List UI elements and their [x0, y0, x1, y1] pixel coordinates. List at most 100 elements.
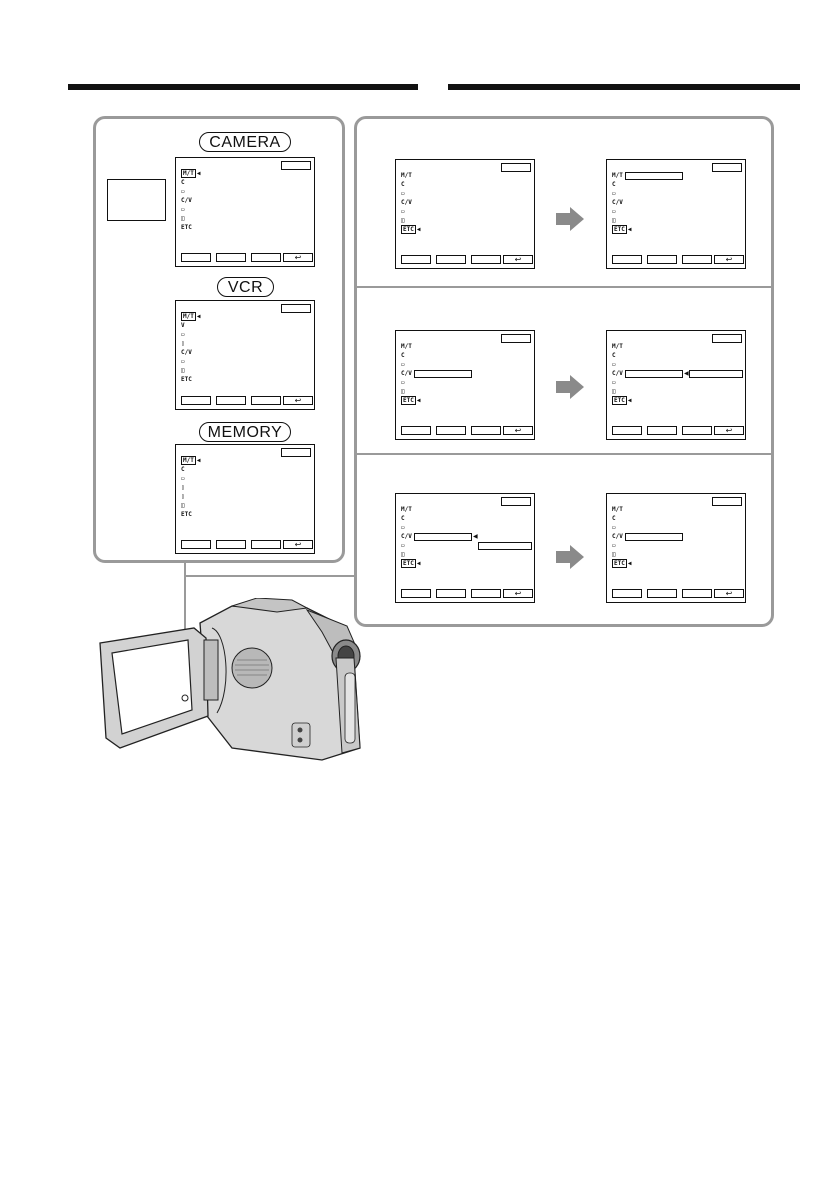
- menu-icon-tape[interactable]: ▭: [612, 360, 631, 369]
- screen-button-2[interactable]: [647, 589, 677, 598]
- menu-icon-tape[interactable]: ▭: [401, 523, 420, 532]
- menu-icon-lcd[interactable]: ▭: [401, 541, 420, 550]
- return-button[interactable]: ↩: [283, 396, 313, 405]
- menu-icon-tape[interactable]: ▭: [612, 523, 631, 532]
- menu-item-highlight[interactable]: [414, 533, 472, 541]
- menu-icon-etc[interactable]: ETC◀: [401, 396, 420, 405]
- menu-icon-memory[interactable]: ▯: [181, 339, 200, 348]
- menu-icon-camera[interactable]: C: [401, 180, 420, 189]
- menu-icon-setup[interactable]: ◫: [612, 216, 631, 225]
- menu-icon-lcd[interactable]: ▭: [612, 541, 631, 550]
- menu-icon-setup[interactable]: ◫: [612, 550, 631, 559]
- screen-button-1[interactable]: [612, 589, 642, 598]
- menu-icon-lcd[interactable]: ▭: [181, 357, 200, 366]
- screen-button-2[interactable]: [647, 426, 677, 435]
- return-button[interactable]: ↩: [714, 589, 744, 598]
- menu-icon-cv[interactable]: C/V: [401, 369, 420, 378]
- screen-button-1[interactable]: [181, 540, 211, 549]
- screen-button-3[interactable]: [682, 255, 712, 264]
- screen-button-3[interactable]: [251, 396, 281, 405]
- screen-button-3[interactable]: [682, 426, 712, 435]
- menu-icon-setup[interactable]: ◫: [181, 366, 200, 375]
- menu-icon-etc[interactable]: ETC◀: [612, 225, 631, 234]
- return-button[interactable]: ↩: [714, 255, 744, 264]
- return-button[interactable]: ↩: [503, 255, 533, 264]
- menu-icon-etc[interactable]: ETC◀: [401, 225, 420, 234]
- return-button[interactable]: ↩: [283, 253, 313, 262]
- menu-icon-tape[interactable]: ▭: [612, 189, 631, 198]
- menu-icon-tape[interactable]: ▭: [181, 474, 200, 483]
- menu-icon-mt[interactable]: M/T: [612, 342, 631, 351]
- submenu-value-field[interactable]: [478, 542, 532, 550]
- menu-icon-setup[interactable]: ◫: [612, 387, 631, 396]
- screen-button-1[interactable]: [401, 589, 431, 598]
- menu-icon-lcd[interactable]: ▭: [181, 205, 200, 214]
- menu-icon-camera[interactable]: C: [612, 514, 631, 523]
- menu-icon-setup[interactable]: ◫: [401, 216, 420, 225]
- menu-icon-camera[interactable]: C: [612, 180, 631, 189]
- return-button[interactable]: ↩: [503, 589, 533, 598]
- menu-icon-mt[interactable]: M/T: [401, 171, 420, 180]
- screen-button-2[interactable]: [436, 426, 466, 435]
- menu-icon-cv[interactable]: C/V: [181, 348, 200, 357]
- menu-icon-camera[interactable]: C: [181, 465, 200, 474]
- return-button[interactable]: ↩: [714, 426, 744, 435]
- screen-button-3[interactable]: [471, 589, 501, 598]
- screen-button-2[interactable]: [216, 396, 246, 405]
- menu-icon-lcd[interactable]: ▭: [612, 378, 631, 387]
- menu-icon-memory-2[interactable]: ▯: [181, 492, 200, 501]
- menu-icon-etc[interactable]: ETC◀: [612, 559, 631, 568]
- screen-button-1[interactable]: [401, 426, 431, 435]
- screen-button-2[interactable]: [436, 255, 466, 264]
- menu-item-highlight[interactable]: [625, 370, 683, 378]
- submenu-value-field[interactable]: [689, 370, 743, 378]
- menu-icon-mt[interactable]: M/T◀: [181, 456, 200, 465]
- menu-icon-setup[interactable]: ◫: [181, 501, 200, 510]
- menu-icon-cv[interactable]: C/V: [401, 532, 420, 541]
- menu-icon-mt[interactable]: M/T: [612, 505, 631, 514]
- menu-icon-cv[interactable]: C/V: [612, 532, 631, 541]
- menu-icon-etc[interactable]: ETC◀: [401, 559, 420, 568]
- menu-icon-mt[interactable]: M/T: [401, 342, 420, 351]
- screen-button-1[interactable]: [401, 255, 431, 264]
- return-button[interactable]: ↩: [503, 426, 533, 435]
- screen-button-3[interactable]: [682, 589, 712, 598]
- menu-item-highlight[interactable]: [625, 533, 683, 541]
- menu-icon-lcd[interactable]: ▭: [401, 378, 420, 387]
- menu-icon-cv[interactable]: C/V: [401, 198, 420, 207]
- menu-icon-setup[interactable]: ◫: [401, 387, 420, 396]
- menu-icon-mt[interactable]: M/T: [612, 171, 631, 180]
- screen-button-3[interactable]: [251, 253, 281, 262]
- menu-icon-lcd[interactable]: ▭: [401, 207, 420, 216]
- menu-icon-tape[interactable]: ▭: [401, 189, 420, 198]
- menu-icon-camera[interactable]: C: [401, 514, 420, 523]
- menu-icon-setup[interactable]: ◫: [401, 550, 420, 559]
- screen-button-2[interactable]: [647, 255, 677, 264]
- return-button[interactable]: ↩: [283, 540, 313, 549]
- screen-button-1[interactable]: [612, 255, 642, 264]
- menu-icon-etc[interactable]: ETC: [181, 510, 200, 519]
- screen-button-3[interactable]: [251, 540, 281, 549]
- menu-icon-mt[interactable]: M/T◀: [181, 312, 200, 321]
- screen-button-2[interactable]: [216, 540, 246, 549]
- menu-icon-etc[interactable]: ETC: [181, 375, 200, 384]
- screen-button-3[interactable]: [471, 426, 501, 435]
- menu-item-highlight[interactable]: [625, 172, 683, 180]
- menu-icon-setup[interactable]: ◫: [181, 214, 200, 223]
- menu-icon-cv[interactable]: C/V: [612, 369, 631, 378]
- screen-button-1[interactable]: [181, 253, 211, 262]
- menu-icon-mt[interactable]: M/T◀: [181, 169, 200, 178]
- screen-button-1[interactable]: [181, 396, 211, 405]
- menu-icon-camera[interactable]: C: [181, 178, 200, 187]
- menu-icon-camera[interactable]: C: [612, 351, 631, 360]
- menu-icon-etc[interactable]: ETC: [181, 223, 200, 232]
- menu-icon-tape[interactable]: ▭: [181, 330, 200, 339]
- menu-icon-mt[interactable]: M/T: [401, 505, 420, 514]
- screen-button-2[interactable]: [436, 589, 466, 598]
- menu-icon-cv[interactable]: C/V: [181, 196, 200, 205]
- menu-icon-camera[interactable]: C: [401, 351, 420, 360]
- screen-button-3[interactable]: [471, 255, 501, 264]
- menu-icon-etc[interactable]: ETC◀: [612, 396, 631, 405]
- menu-item-highlight[interactable]: [414, 370, 472, 378]
- menu-icon-tape[interactable]: ▭: [401, 360, 420, 369]
